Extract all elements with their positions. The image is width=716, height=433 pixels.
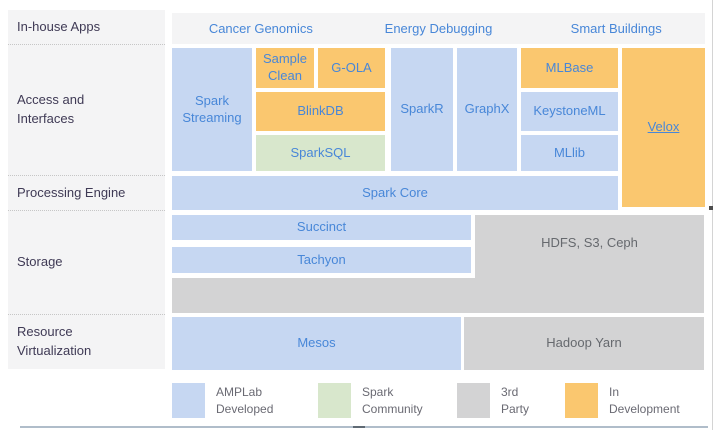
legend-item-3rd-party: 3rd Party (457, 383, 529, 418)
row-label-in-house-apps: In-house Apps (17, 18, 101, 34)
box-spark-core: Spark Core (172, 176, 618, 210)
box-hadoop-yarn: Hadoop Yarn (464, 317, 704, 370)
row-band-processing-engine: Processing Engine (8, 176, 165, 211)
legend-swatch-3rd-party (457, 383, 490, 418)
row-band-in-house-apps: In-house Apps (8, 10, 165, 45)
box-blinkdb: BlinkDB (256, 92, 385, 131)
row-labels-panel: In-house Apps Access and Interfaces Proc… (8, 10, 165, 369)
box-sparksql: SparkSQL (256, 135, 385, 171)
legend-item-spark-community: Spark Community (318, 383, 423, 418)
legend-swatch-in-development (565, 383, 598, 418)
legend-label-in-development: In Development (609, 385, 680, 416)
legend-label-3rd-party: 3rd Party (501, 385, 530, 416)
box-velox[interactable]: Velox (622, 48, 705, 207)
legend-label-amplab-developed: AMPLab Developed (216, 385, 274, 416)
box-keystoneml: KeystoneML (521, 92, 618, 131)
resize-handle[interactable] (709, 206, 713, 210)
app-energy-debugging: Energy Debugging (384, 21, 493, 36)
row-band-resource-virtualization: Resource Virtualization (8, 315, 165, 369)
legend-label-spark-community: Spark Community (362, 385, 423, 416)
row-label-storage: Storage (17, 254, 63, 270)
storage-gray-band (172, 278, 475, 313)
box-mesos: Mesos (172, 317, 461, 370)
in-house-apps-band: Cancer Genomics Energy Debugging Smart B… (172, 13, 705, 44)
row-label-processing-engine: Processing Engine (17, 184, 126, 200)
box-hdfs-s3-ceph: HDFS, S3, Ceph (475, 215, 704, 313)
legend-item-in-development: In Development (565, 383, 680, 418)
row-label-resource-virtualization: Resource Virtualization (17, 324, 92, 358)
box-sample-clean: Sample Clean (256, 48, 314, 88)
box-tachyon: Tachyon (172, 247, 471, 273)
row-band-storage: Storage (8, 211, 165, 315)
box-sparkr: SparkR (391, 48, 453, 171)
velox-link[interactable]: Velox (647, 119, 680, 135)
box-succinct: Succinct (172, 215, 471, 240)
box-graphx: GraphX (457, 48, 517, 171)
legend-swatch-amplab-developed (172, 383, 205, 418)
box-g-ola: G-OLA (318, 48, 385, 88)
scrollbar-thumb[interactable] (353, 426, 365, 428)
row-band-access-interfaces: Access and Interfaces (8, 45, 165, 176)
box-mllib: MLlib (521, 135, 618, 171)
window-right-border (712, 0, 713, 430)
app-smart-buildings: Smart Buildings (570, 21, 662, 36)
legend-item-amplab-developed: AMPLab Developed (172, 383, 273, 418)
box-mlbase: MLBase (521, 48, 618, 88)
app-cancer-genomics: Cancer Genomics (208, 21, 313, 36)
row-label-access-interfaces: Access and Interfaces (17, 92, 85, 126)
box-spark-streaming: Spark Streaming (172, 48, 252, 171)
legend-swatch-spark-community (318, 383, 351, 418)
